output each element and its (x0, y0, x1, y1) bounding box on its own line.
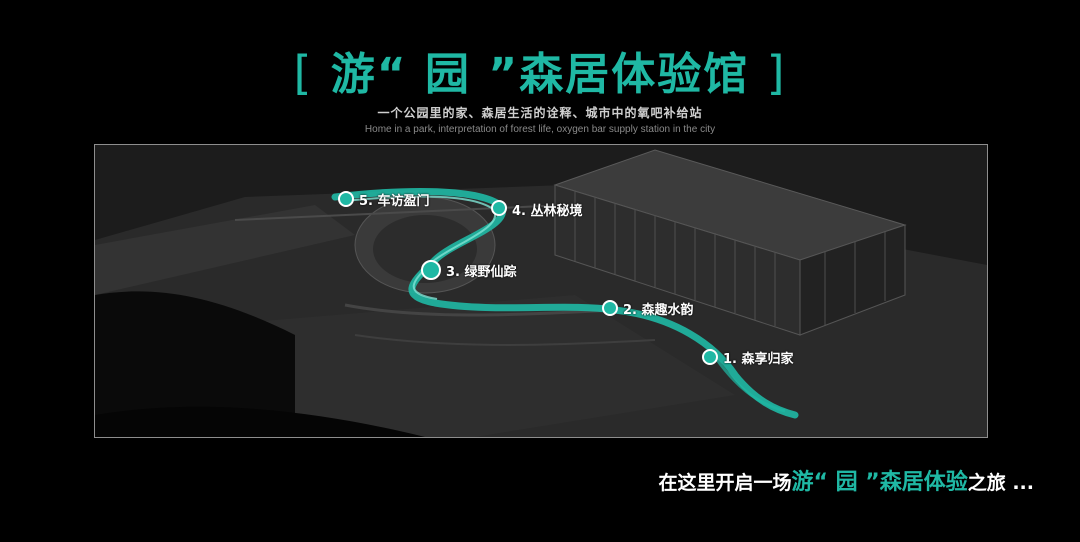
site-aerial-render: 1. 森享归家 2. 森趣水韵 3. 绿野仙踪 4. 丛林秘境 5. 车访盈门 (94, 144, 988, 438)
route-stop-2: 2. 森趣水韵 (623, 303, 694, 318)
site-illustration (95, 145, 987, 437)
route-stop-1: 1. 森享归家 (723, 352, 794, 367)
subtitle-chinese: 一个公园里的家、森居生活的诠释、城市中的氧吧补给站 (377, 106, 703, 120)
route-stop-4: 4. 丛林秘境 (512, 204, 583, 219)
title-area: [ 游“ 园 ”森居体验馆 ] (0, 38, 1080, 102)
title-text: 游“ 园 ”森居体验馆 (330, 49, 750, 100)
route-stop-3: 3. 绿野仙踪 (446, 265, 517, 280)
tagline: 在这里开启一场游“ 园 ”森居体验之旅 ... (658, 464, 1034, 496)
page-title: [ 游“ 园 ”森居体验馆 ] (293, 38, 786, 102)
route-stop-5: 5. 车访盈门 (359, 194, 430, 209)
tagline-prefix: 在这里开启一场 (658, 472, 792, 494)
tagline-suffix: 之旅 ... (967, 472, 1034, 494)
title-bracket-open: [ (293, 46, 314, 100)
subtitle-english: Home in a park, interpretation of forest… (364, 124, 716, 135)
tagline-accent: 游“ 园 ”森居体验 (791, 470, 968, 495)
title-bracket-close: ] (766, 46, 787, 100)
